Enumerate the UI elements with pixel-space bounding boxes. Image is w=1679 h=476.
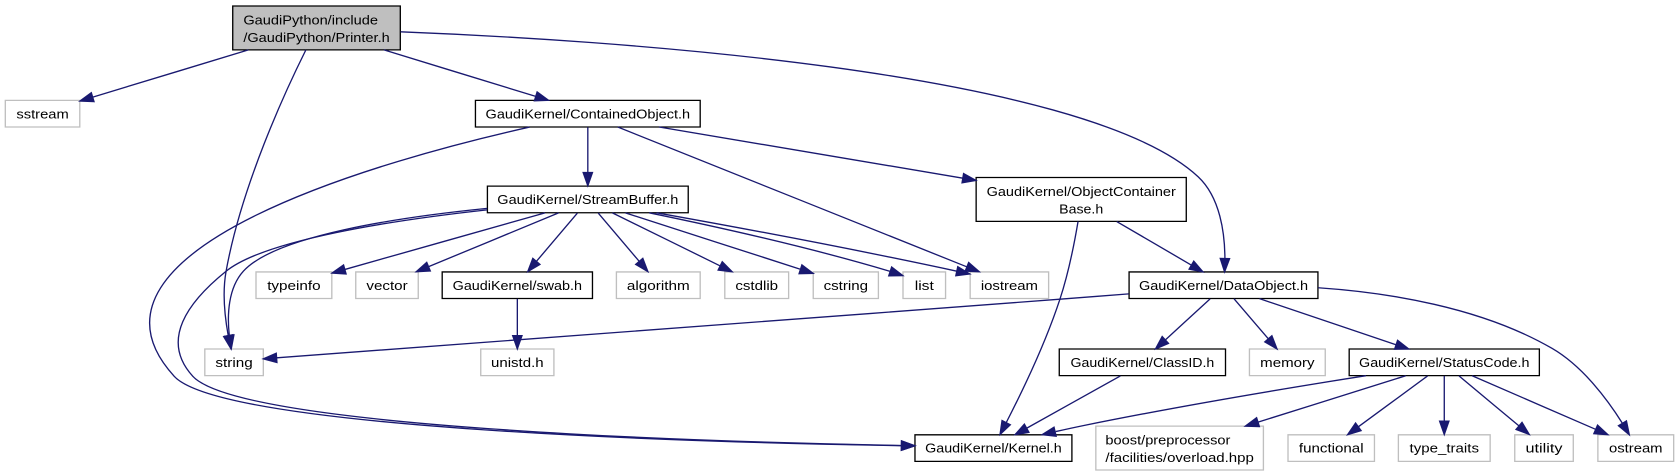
svg-text:GaudiKernel/DataObject.h: GaudiKernel/DataObject.h <box>1139 278 1308 293</box>
svg-text:Base.h: Base.h <box>1059 201 1103 216</box>
svg-text:cstdlib: cstdlib <box>735 278 778 293</box>
svg-text:algorithm: algorithm <box>627 278 690 293</box>
svg-text:unistd.h: unistd.h <box>491 355 544 370</box>
svg-text:sstream: sstream <box>16 106 68 121</box>
svg-text:functional: functional <box>1299 441 1364 456</box>
svg-text:boost/preprocessor: boost/preprocessor <box>1105 432 1231 447</box>
svg-text:GaudiPython/include: GaudiPython/include <box>243 12 378 27</box>
svg-text:list: list <box>915 278 934 293</box>
svg-text:GaudiKernel/Kernel.h: GaudiKernel/Kernel.h <box>925 441 1062 456</box>
svg-text:GaudiKernel/ObjectContainer: GaudiKernel/ObjectContainer <box>987 184 1177 199</box>
svg-text:typeinfo: typeinfo <box>267 278 320 293</box>
svg-text:GaudiKernel/ClassID.h: GaudiKernel/ClassID.h <box>1070 355 1214 370</box>
svg-text:GaudiKernel/ContainedObject.h: GaudiKernel/ContainedObject.h <box>486 106 691 121</box>
svg-text:type_traits: type_traits <box>1410 441 1480 456</box>
svg-text:/facilities/overload.hpp: /facilities/overload.hpp <box>1105 450 1253 465</box>
svg-text:GaudiKernel/swab.h: GaudiKernel/swab.h <box>453 278 582 293</box>
svg-text:cstring: cstring <box>824 278 868 293</box>
svg-text:ostream: ostream <box>1609 441 1663 456</box>
svg-text:/GaudiPython/Printer.h: /GaudiPython/Printer.h <box>243 30 389 45</box>
svg-text:memory: memory <box>1260 355 1315 370</box>
svg-text:utility: utility <box>1526 441 1563 456</box>
svg-text:GaudiKernel/StatusCode.h: GaudiKernel/StatusCode.h <box>1359 355 1529 370</box>
svg-text:GaudiKernel/StreamBuffer.h: GaudiKernel/StreamBuffer.h <box>497 192 678 207</box>
svg-text:string: string <box>215 355 252 370</box>
svg-text:iostream: iostream <box>981 278 1038 293</box>
svg-text:vector: vector <box>366 278 408 293</box>
